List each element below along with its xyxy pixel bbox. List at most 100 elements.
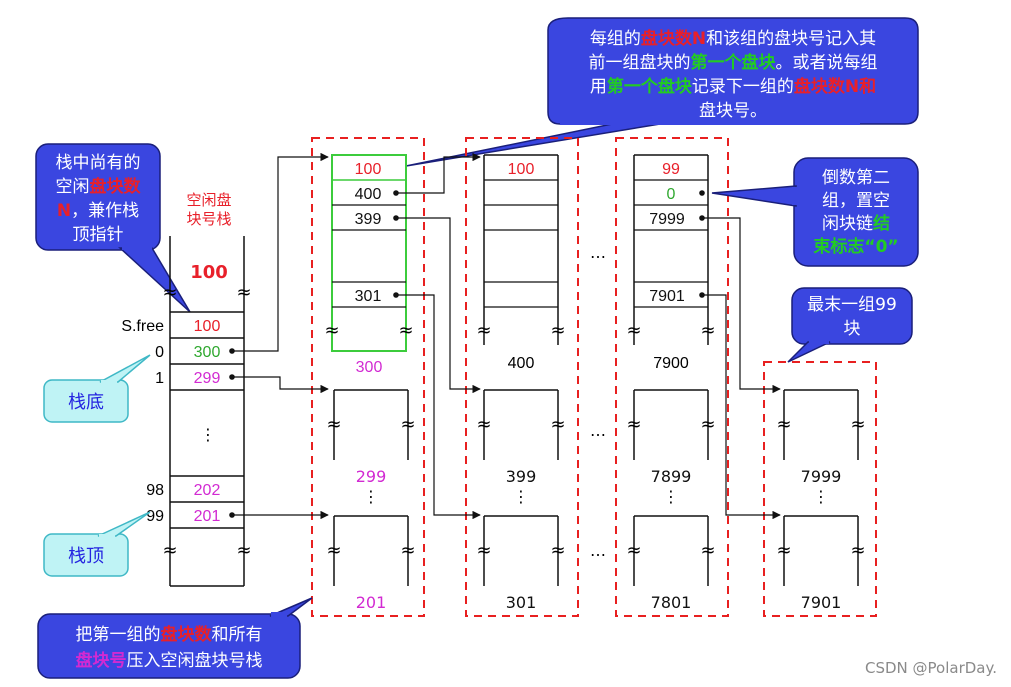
- break-mark: ≈: [476, 320, 491, 341]
- link-arrows: [234, 152, 781, 520]
- row-ellipsis: ⋮: [813, 487, 829, 506]
- group-3-frame: [615, 137, 729, 617]
- callout-line: 最末一组99: [807, 295, 897, 315]
- column-ellipsis: …: [590, 421, 606, 440]
- break-mark: ≈: [236, 282, 251, 303]
- block-7900-cell-1: 0: [667, 186, 676, 203]
- callout-line: 闲块链结: [822, 213, 890, 234]
- stack-value-99: 201: [194, 508, 221, 525]
- callout-top-text: 每组的盘块数N和该组的盘块号记入其前一组盘块的第一个盘块。或者说每组用第一个盘块…: [589, 28, 878, 121]
- stack-index-99: 99: [146, 508, 164, 525]
- watermark: CSDN @PolarDay.: [865, 659, 997, 677]
- block-300-cell-count: 100: [355, 161, 382, 178]
- callout-line: 盘块号。: [699, 101, 767, 121]
- arrow-300-to-399: [398, 217, 481, 394]
- break-mark: ≈: [850, 540, 865, 561]
- break-mark: ≈: [162, 540, 177, 561]
- block-400-cell-count: 100: [508, 161, 535, 178]
- group-2-frame: [465, 137, 579, 617]
- callout-line: 每组的盘块数N和该组的盘块号记入其: [590, 28, 876, 49]
- column-ellipsis: …: [590, 243, 606, 262]
- free-block: ≈≈7999: [776, 389, 866, 486]
- callout-bottom-text: 把第一组的盘块数和所有盘块号压入空闲盘块号栈: [76, 624, 263, 671]
- break-mark: ≈: [776, 414, 791, 435]
- block-number-label: 7999: [801, 467, 842, 486]
- break-mark: ≈: [550, 320, 565, 341]
- block-300-cell-2: 399: [355, 211, 382, 228]
- callout-line: 倒数第二: [822, 168, 890, 188]
- break-mark: ≈: [236, 540, 251, 561]
- stack-title-line1: 空闲盘: [186, 191, 231, 209]
- stack-bottom-label: 栈底: [68, 392, 104, 413]
- break-mark: ≈: [324, 320, 339, 341]
- block-number-label: 301: [506, 593, 537, 612]
- break-mark: ≈: [398, 320, 413, 341]
- callout-line: 空闲盘块数: [56, 176, 142, 197]
- arrow-7900-to-7901: [704, 294, 781, 520]
- block-7900-cell-2: 7999: [649, 211, 685, 228]
- block-400-label: 400: [508, 355, 535, 372]
- callout-line: 块: [844, 319, 861, 339]
- break-mark: ≈: [776, 540, 791, 561]
- free-block-stack: 100 ≈ ≈ ≈ ≈ S.free 100 0 300 1 299 ⋮ 98 …: [121, 236, 252, 587]
- block-300-cell-3: 301: [355, 288, 382, 305]
- free-block: ≈≈7901: [776, 515, 866, 612]
- arrow-300-to-400: [398, 152, 481, 194]
- callout-line: N，兼作栈: [57, 201, 139, 221]
- stack-value-98: 202: [194, 482, 221, 499]
- stack-ellipsis: ⋮: [200, 425, 216, 444]
- callout-second-last: 倒数第二组，置空闲块链结束标志“0”: [711, 157, 919, 267]
- break-mark: ≈: [700, 414, 715, 435]
- callout-last-group-text: 最末一组99 块: [807, 295, 897, 339]
- block-number-label: 7899: [651, 467, 692, 486]
- row-ellipsis: ⋮: [363, 487, 379, 506]
- callout-line: 组，置空: [822, 191, 890, 211]
- block-400: 100 ≈ ≈ 400: [476, 154, 566, 372]
- break-mark: ≈: [700, 320, 715, 341]
- row-ellipsis: ⋮: [513, 487, 529, 506]
- block-number-label: 201: [356, 593, 387, 612]
- callout-stack-pointer-text: 栈中尚有的空闲盘块数 N，兼作栈顶指针: [56, 153, 142, 245]
- row-ellipsis: ⋮: [663, 487, 679, 506]
- callout-last-group: 最末一组99 块: [787, 287, 913, 363]
- break-mark: ≈: [626, 540, 641, 561]
- block-300: 100 400 399 301 ≈ ≈ 300: [324, 154, 414, 376]
- arrow-stack-to-300: [234, 152, 329, 352]
- callout-line: 顶指针: [73, 225, 124, 245]
- column-ellipsis: …: [590, 541, 606, 560]
- stack-top-value: 100: [190, 262, 228, 283]
- free-block: ≈≈399: [476, 389, 566, 486]
- break-mark: ≈: [626, 320, 641, 341]
- stack-title-line2: 块号栈: [186, 210, 231, 228]
- callout-line: 前一组盘块的第一个盘块。或者说每组: [589, 52, 878, 73]
- callout-line: 盘块号压入空闲盘块号栈: [76, 650, 263, 671]
- group-1-frame: [311, 137, 425, 617]
- callout-line: 束标志“0”: [813, 236, 898, 257]
- break-mark: ≈: [326, 414, 341, 435]
- arrow-stack-to-299: [234, 376, 329, 394]
- callout-line: 栈中尚有的: [56, 153, 141, 173]
- break-mark: ≈: [162, 282, 177, 303]
- callout-stack-top: 栈顶: [43, 511, 151, 577]
- break-mark: ≈: [476, 540, 491, 561]
- block-300-cell-1: 400: [355, 186, 382, 203]
- small-blocks: ≈≈299≈≈201≈≈399≈≈301≈≈7899≈≈7801≈≈7999≈≈…: [326, 389, 866, 612]
- block-7900-cell-count: 99: [662, 161, 680, 178]
- stack-top-label: 栈顶: [68, 546, 104, 567]
- block-7900-cell-3: 7901: [649, 288, 685, 305]
- sfree-label: S.free: [121, 318, 164, 335]
- block-7900-label: 7900: [653, 355, 689, 372]
- stack-value-0: 300: [194, 344, 221, 361]
- callout-line: 用第一个盘块记录下一组的盘块数N和: [590, 76, 876, 97]
- break-mark: ≈: [400, 414, 415, 435]
- free-block: ≈≈299: [326, 389, 416, 486]
- sfree-value: 100: [194, 318, 221, 335]
- callout-line: 把第一组的盘块数和所有: [76, 624, 263, 645]
- stack-index-98: 98: [146, 482, 164, 499]
- free-block: ≈≈201: [326, 515, 416, 612]
- callout-second-last-text: 倒数第二组，置空闲块链结束标志“0”: [813, 168, 898, 257]
- callout-top: 每组的盘块数N和该组的盘块号记入其前一组盘块的第一个盘块。或者说每组用第一个盘块…: [405, 17, 919, 167]
- block-number-label: 7801: [651, 593, 692, 612]
- block-7900: 99 0 7999 7901 ≈ ≈ 7900: [626, 154, 716, 372]
